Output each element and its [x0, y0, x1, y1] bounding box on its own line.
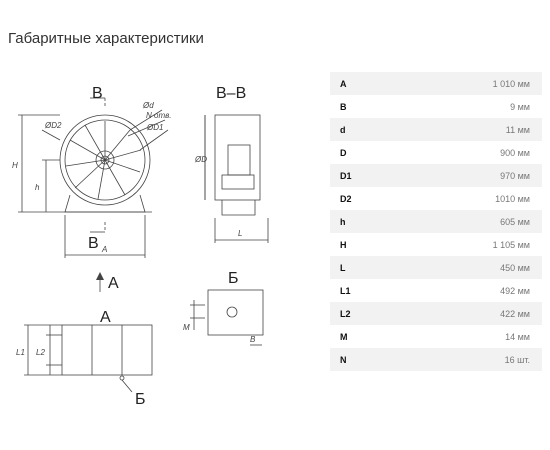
dimension-drawing: В В В–В А А Б Б Ød N отв. ØD1 ØD2 ØD H h…: [12, 85, 269, 408]
spec-key: h: [340, 216, 346, 227]
n-holes-label: N отв.: [146, 111, 172, 120]
spec-key: d: [340, 124, 346, 135]
spec-key: L2: [340, 308, 351, 319]
phi-d-big-label: ØD: [194, 155, 207, 164]
spec-row: L 450 мм: [330, 256, 542, 279]
spec-row: M 14 мм: [330, 325, 542, 348]
spec-row: A 1 010 мм: [330, 72, 542, 95]
spec-row: B 9 мм: [330, 95, 542, 118]
spec-key: B: [340, 101, 347, 112]
spec-key: N: [340, 354, 347, 365]
spec-row: H 1 105 мм: [330, 233, 542, 256]
spec-row: D2 1010 мм: [330, 187, 542, 210]
spec-value: 1010 мм: [495, 193, 530, 204]
dim-m-label: M: [183, 323, 190, 332]
section-b-bottom-label: В: [88, 235, 99, 252]
view-a-label: А: [100, 309, 111, 326]
specs-table: A 1 010 мм B 9 мм d 11 мм D 900 мм D1 970 мм D2 101…: [330, 72, 542, 371]
spec-key: L: [340, 262, 346, 273]
phi-d2-label: ØD2: [44, 121, 62, 130]
page-title: Габаритные характеристики: [8, 30, 204, 47]
view-a-arrow-label: А: [108, 275, 119, 292]
spec-value: 970 мм: [500, 170, 530, 181]
view-b-callout: Б: [135, 391, 146, 408]
spec-value: 11 мм: [505, 124, 530, 135]
spec-value: 1 010 мм: [492, 78, 530, 89]
spec-value: 14 мм: [505, 331, 530, 342]
spec-row: L1 492 мм: [330, 279, 542, 302]
section-bb-label: В–В: [216, 85, 246, 102]
spec-value: 422 мм: [500, 308, 530, 319]
phi-d-label: Ød: [142, 101, 154, 110]
spec-value: 450 мм: [500, 262, 530, 273]
spec-value: 9 мм: [510, 101, 530, 112]
spec-key: D: [340, 147, 347, 158]
spec-row: h 605 мм: [330, 210, 542, 233]
section-b-top-label: В: [92, 85, 103, 102]
spec-value: 16 шт.: [504, 354, 530, 365]
spec-key: M: [340, 331, 348, 342]
spec-key: H: [340, 239, 347, 250]
spec-key: D2: [340, 193, 352, 204]
spec-key: D1: [340, 170, 352, 181]
spec-value: 492 мм: [500, 285, 530, 296]
spec-row: N 16 шт.: [330, 348, 542, 371]
dim-l1-label: L1: [16, 348, 25, 357]
spec-row: L2 422 мм: [330, 302, 542, 325]
dim-l2-label: L2: [36, 348, 45, 357]
dim-l-label: L: [238, 229, 242, 238]
view-b-label: Б: [228, 270, 239, 287]
spec-row: d 11 мм: [330, 118, 542, 141]
dim-h-label: h: [35, 183, 40, 192]
spec-value: 605 мм: [500, 216, 530, 227]
spec-value: 900 мм: [500, 147, 530, 158]
dim-h-big-label: H: [12, 161, 18, 170]
spec-row: D 900 мм: [330, 141, 542, 164]
dim-b-label: B: [250, 335, 256, 344]
spec-key: A: [340, 78, 347, 89]
spec-key: L1: [340, 285, 351, 296]
dim-a-label: A: [101, 245, 107, 254]
spec-value: 1 105 мм: [492, 239, 530, 250]
phi-d1-label: ØD1: [146, 123, 163, 132]
spec-row: D1 970 мм: [330, 164, 542, 187]
